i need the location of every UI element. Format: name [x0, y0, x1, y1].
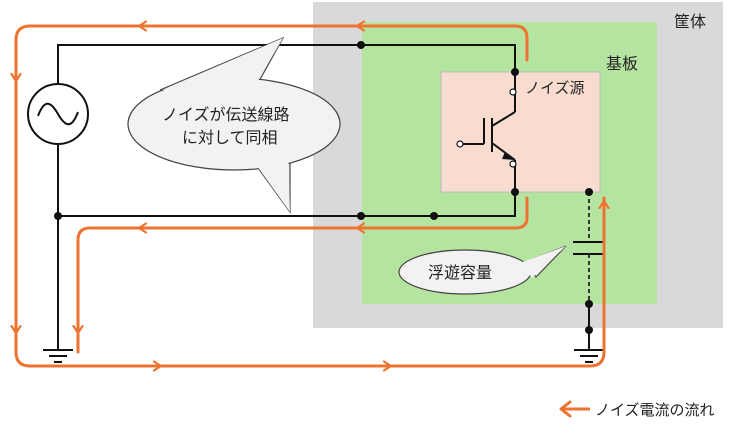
noise-source-label: ノイズ源: [525, 79, 585, 97]
legend-arrowhead: [559, 400, 572, 418]
legend: ノイズ電流の流れ: [559, 400, 715, 419]
junction-dots: [54, 41, 593, 334]
callout-stray-capacitance: 浮遊容量: [398, 245, 567, 295]
callout-common-mode-line2: に対して同相: [182, 128, 278, 147]
callout-stray-capacitance-label: 浮遊容量: [428, 263, 492, 282]
noise-source-box: [440, 71, 601, 193]
ground-icon-right: [574, 349, 604, 363]
igbt-icon: [456, 88, 517, 168]
noise-current-paths: [16, 26, 604, 366]
legend-label: ノイズ電流の流れ: [595, 401, 715, 419]
callout-common-mode-line1: ノイズが伝送線路: [162, 105, 290, 124]
ac-source-icon: [27, 83, 89, 145]
capacitor-icon: [573, 241, 605, 255]
ground-icon: [43, 349, 73, 363]
board-label: 基板: [606, 54, 638, 73]
callout-common-mode: ノイズが伝送線路 に対して同相: [127, 36, 341, 214]
enclosure-label: 筐体: [674, 12, 706, 31]
